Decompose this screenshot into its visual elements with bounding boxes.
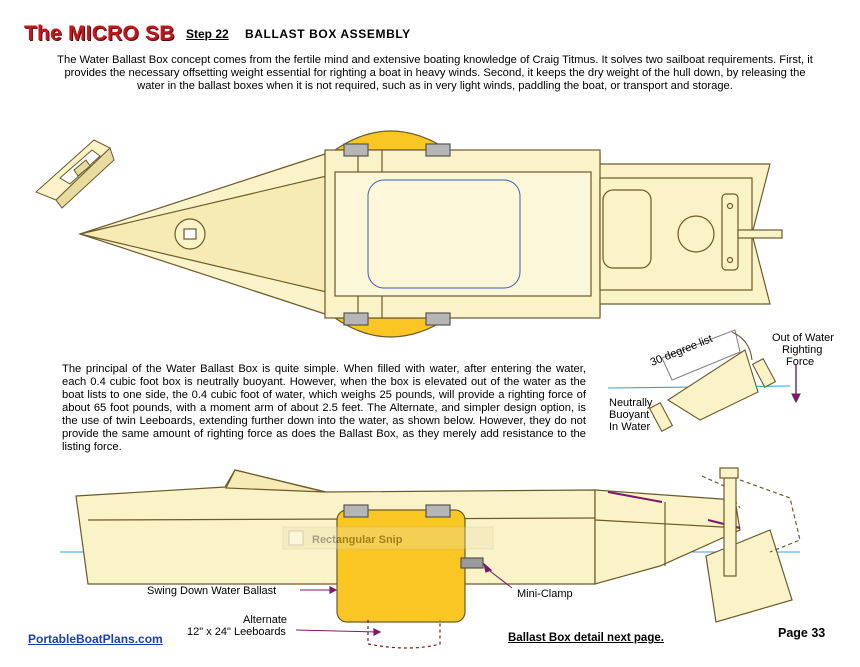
alternate-label: Alternate	[243, 614, 287, 626]
hull-top-view	[78, 130, 783, 338]
force-label: Force	[786, 356, 814, 368]
leeboards-label: 12" x 24" Leeboards	[187, 626, 286, 638]
mini-clamp-label: Mini-Clamp	[517, 588, 573, 600]
list-angle-label: 30 degree list	[649, 333, 715, 369]
intro-paragraph: The Water Ballast Box concept comes from…	[57, 54, 813, 92]
snip-overlay-label: Rectangular Snip	[312, 534, 403, 546]
brand-title: The MICRO SB	[24, 22, 175, 45]
next-page-note: Ballast Box detail next page.	[508, 632, 664, 644]
step-number: Step 22	[186, 27, 229, 41]
in-water-label: In Water	[609, 421, 650, 433]
hull-side-view	[60, 467, 801, 649]
page-number: Page 33	[778, 626, 826, 640]
righting-label: Righting	[782, 344, 822, 356]
neutrally-label: Neutrally	[609, 397, 653, 409]
buoyant-label: Buoyant	[609, 409, 649, 421]
principle-paragraph: The principal of the Water Ballast Box i…	[62, 363, 586, 453]
boat-sketch-icon	[35, 139, 115, 209]
list-diagram	[607, 329, 801, 433]
snip-overlay: Rectangular Snip	[282, 526, 494, 550]
page-title: BALLAST BOX ASSEMBLY	[245, 27, 411, 41]
swing-down-label: Swing Down Water Ballast	[147, 585, 276, 597]
out-of-water-label: Out of Water	[772, 332, 834, 344]
site-link[interactable]: PortableBoatPlans.com	[28, 632, 163, 646]
